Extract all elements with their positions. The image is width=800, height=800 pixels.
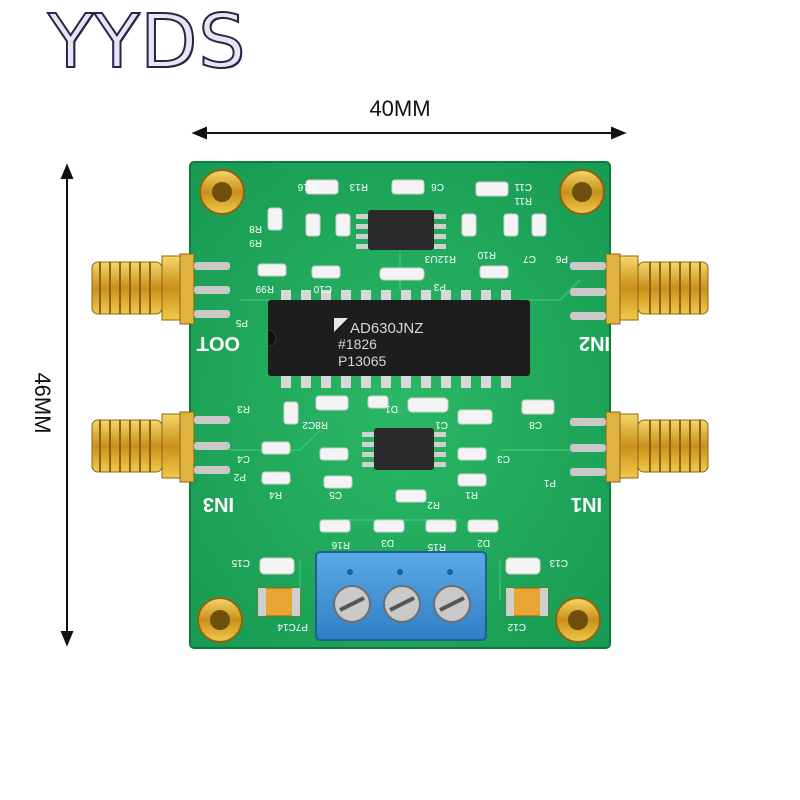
- silk-r15: R15: [427, 541, 446, 552]
- port-label-bottom-left: IN3: [203, 493, 234, 515]
- sma-connector-bottom-left: [91, 411, 230, 483]
- smd-components: [257, 179, 555, 575]
- silk-c1: C1: [435, 419, 448, 430]
- silk-c16: C16: [297, 181, 316, 192]
- silk-r99: R99: [255, 283, 274, 294]
- soic-chip-middle: [362, 428, 446, 470]
- silk-d2: D2: [477, 537, 490, 548]
- silk-r1: R1: [465, 489, 478, 500]
- screw-terminal-block: [315, 551, 487, 641]
- silk-p7c14: P7C14: [277, 621, 308, 632]
- silk-c8: C8: [529, 419, 542, 430]
- port-label-top-left: OOT: [197, 332, 240, 354]
- silk-c10: C10: [313, 283, 332, 294]
- silk-r16: R16: [331, 539, 350, 550]
- port-label-top-right: IN2: [579, 332, 610, 354]
- silk-r2: R2: [427, 499, 440, 510]
- silk-r11: R11: [514, 195, 532, 206]
- chip-label-line1: AD630JNZ: [350, 320, 423, 337]
- width-dimension-label: 40MM: [369, 96, 431, 121]
- tantalum-capacitors: [257, 587, 549, 617]
- soic-chip-top: [356, 210, 446, 250]
- silk-r3: R3: [237, 403, 250, 414]
- silk-r8c2: R8C2: [302, 419, 328, 430]
- sma-connector-top-right: [570, 253, 709, 325]
- silk-d1: D1: [385, 403, 398, 414]
- width-dimension-arrow: [191, 126, 627, 140]
- silk-r9: R9: [249, 237, 262, 248]
- silk-r10: R10: [477, 249, 496, 260]
- height-dimension-arrow: [60, 163, 74, 647]
- silk-r13: R13: [349, 181, 368, 192]
- silk-c15: C15: [231, 557, 250, 568]
- brand-logo-text: YYDS: [47, 0, 247, 85]
- silk-c6: C6: [431, 181, 444, 192]
- silk-r8: R8: [249, 223, 262, 234]
- silk-d3: D3: [381, 537, 394, 548]
- silk-p3: P3: [433, 281, 446, 292]
- silk-c4: C4: [237, 453, 250, 464]
- silk-c13: C13: [549, 557, 568, 568]
- silk-p1: P1: [543, 477, 556, 488]
- silk-p5: P5: [235, 317, 248, 328]
- standoff-screws: [197, 169, 605, 643]
- silk-p6: P6: [555, 253, 568, 264]
- chip-label-line3: P13065: [338, 353, 386, 369]
- dip-chip-ad630: [267, 290, 530, 388]
- silk-p2: P2: [233, 471, 246, 482]
- pcb-board: [190, 162, 610, 648]
- port-label-bottom-right: IN1: [571, 493, 602, 515]
- chip-label-line2: #1826: [338, 336, 377, 352]
- silk-c5: C5: [329, 489, 342, 500]
- silk-c7: C7: [523, 253, 536, 264]
- silk-c12: C12: [507, 621, 526, 632]
- sma-connector-top-left: [91, 253, 230, 325]
- silk-c11: C11: [514, 181, 532, 192]
- silk-r4: R4: [269, 489, 282, 500]
- sma-connector-bottom-right: [570, 411, 709, 483]
- silk-r12u3: R12U3: [424, 253, 456, 264]
- silk-c3: C3: [497, 453, 510, 464]
